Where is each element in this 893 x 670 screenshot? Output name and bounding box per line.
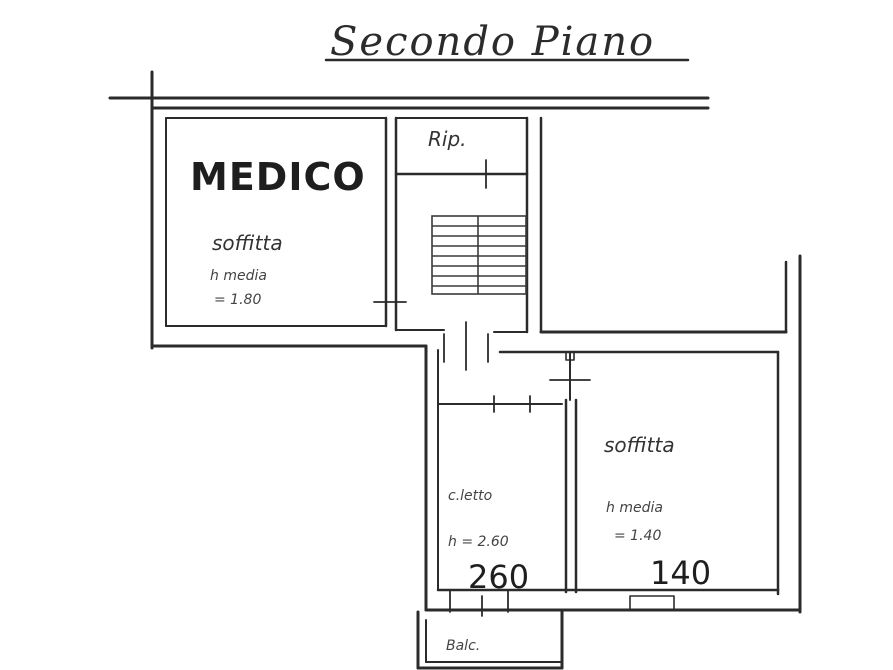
room-name-bedroom: c.letto [448,488,492,504]
door-marks [373,159,675,617]
room-name-balcony: Balc. [446,638,480,654]
room-height-bedroom: h = 2.60 [448,534,509,550]
room-height-label-right: h media [606,500,663,516]
walls [150,106,802,670]
staircase [431,215,527,295]
room-name-stairs: Rip. [428,127,467,151]
room-name-right: soffitta [604,433,675,457]
owner-label: MEDICO [190,155,366,199]
plan-title: Secondo Piano [330,19,655,65]
room-height-label-top-left: h media [210,268,267,284]
room-height-value-right: = 1.40 [614,528,661,544]
dimension-right: 140 [650,554,711,592]
room-name-top-left: soffitta [212,231,283,255]
room-height-value-top-left: = 1.80 [214,292,261,308]
dimension-bedroom: 260 [468,558,529,596]
